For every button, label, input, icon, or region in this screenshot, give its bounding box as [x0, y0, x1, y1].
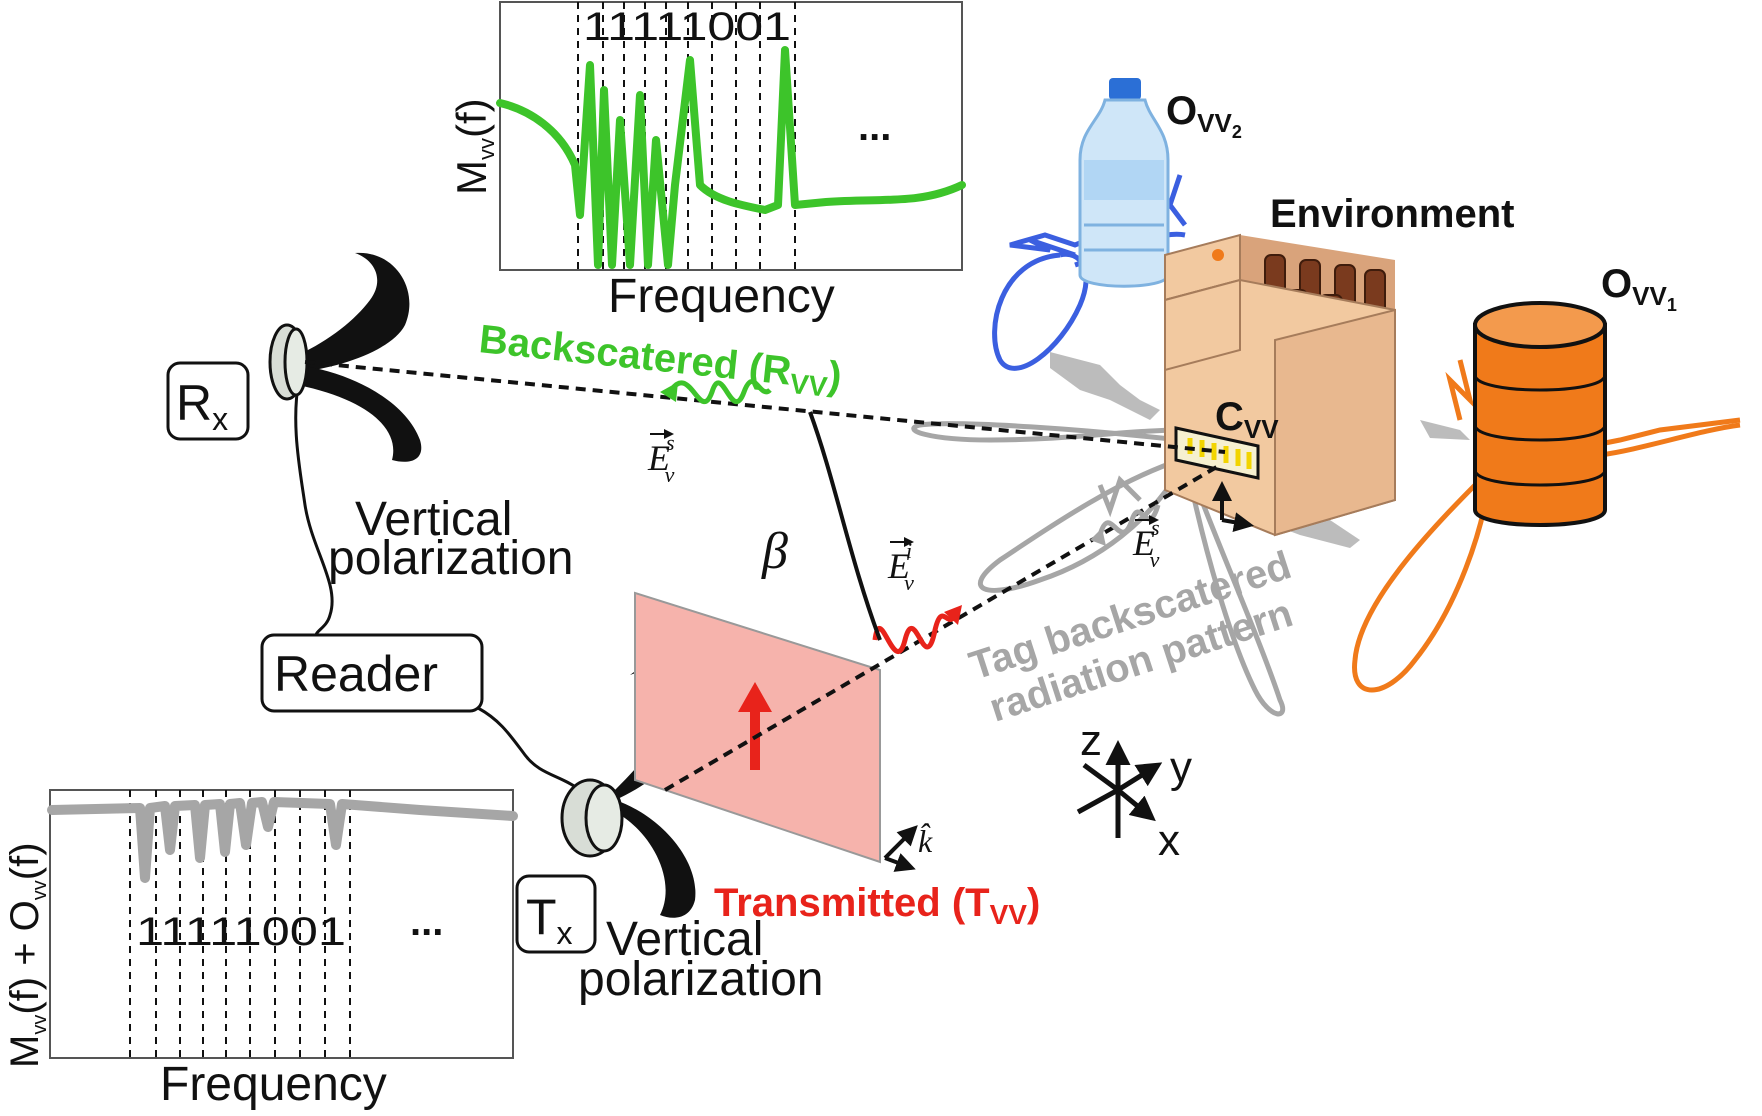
- top-plot-ylabel: Mvv(f): [448, 98, 499, 195]
- bottom-plot-xlabel: Frequency: [160, 1058, 387, 1111]
- top-plot-ellipsis: ...: [858, 105, 891, 149]
- axis-y-label: y: [1170, 743, 1192, 792]
- bottom-plot-bits: 11111001: [136, 910, 346, 954]
- svg-text:Mvv(f) + Ovv(f): Mvv(f) + Ovv(f): [3, 842, 51, 1068]
- svg-text:Esv: Esv: [647, 430, 675, 487]
- k-hat-label: k̂: [918, 823, 933, 859]
- barrel: [1473, 301, 1607, 527]
- beta-label: β: [761, 523, 788, 580]
- tx-horn-lower: [615, 800, 696, 918]
- reader-box: Reader: [260, 633, 484, 713]
- top-plot-curve: [496, 46, 966, 269]
- tag-local-axes: [1212, 481, 1254, 533]
- bottle-crate: [1164, 233, 1396, 537]
- tx-polarization-line2: polarization: [578, 953, 823, 1006]
- rfid-tag: [1174, 426, 1260, 480]
- bottom-plot: 11111001 ... Frequency Mvv(f) + Ovv(f): [3, 789, 518, 1111]
- top-plot-xlabel: Frequency: [608, 270, 835, 323]
- tx-polarization-line1: Vertical: [606, 913, 763, 966]
- svg-text:Mvv(f): Mvv(f): [448, 98, 499, 195]
- green-wave-arrow: [660, 382, 678, 402]
- coordinate-axes: [1076, 740, 1163, 838]
- top-plot-bits: 11111001: [583, 5, 791, 49]
- k-vector: [883, 825, 918, 872]
- bottom-plot-frame: [49, 789, 514, 1059]
- green-wave: [667, 379, 772, 404]
- bottom-plot-ellipsis: ...: [410, 900, 443, 944]
- gray-wave-arrow: [1090, 528, 1106, 546]
- backscattered-label: Backscatered (RVV): [477, 317, 844, 404]
- transmitted-label: Transmitted (TVV): [714, 881, 1040, 930]
- top-plot: 11111001 ... Frequency Mvv(f): [448, 1, 966, 323]
- svg-text:Rx: Rx: [176, 375, 228, 437]
- rx-antenna: [268, 252, 422, 462]
- tx-box: Tx: [515, 874, 597, 954]
- svg-text:Tx: Tx: [526, 889, 573, 951]
- bottom-plot-curve: [47, 797, 518, 883]
- axis-z-label: z: [1080, 716, 1102, 765]
- environment-label: Environment: [1270, 192, 1514, 236]
- rx-horn-lower: [298, 365, 422, 462]
- tx-cable: [477, 706, 581, 792]
- cvv-label: CVV: [1215, 395, 1279, 444]
- polarization-arrow: [738, 682, 772, 770]
- reader-label: Reader: [274, 646, 438, 702]
- red-wave: [872, 613, 958, 654]
- rx-cable: [294, 374, 334, 657]
- svg-text:Esv: Esv: [1132, 515, 1160, 572]
- beta-arc: [808, 411, 882, 641]
- transmit-path: [663, 463, 1222, 792]
- rx-polarization-line1: Vertical: [355, 493, 512, 546]
- ovv2-label: OVV2: [1166, 89, 1242, 142]
- rx-box: Rx: [166, 361, 250, 441]
- crate-marker-dot: [1212, 249, 1224, 261]
- axis-x-label: x: [1158, 816, 1180, 865]
- rx-polarization-line2: polarization: [328, 532, 573, 585]
- ovv1-label: OVV1: [1601, 262, 1677, 315]
- svg-text:Eiv: Eiv: [887, 538, 914, 595]
- red-wave-arrow: [944, 605, 962, 625]
- rx-horn-upper: [298, 252, 410, 372]
- tag-radiation-pattern: [911, 421, 1286, 717]
- top-plot-gridlines: [577, 2, 796, 270]
- bottom-plot-ylabel: Mvv(f) + Ovv(f): [3, 842, 51, 1068]
- backscatter-path: [304, 360, 1226, 454]
- water-bottle: [1078, 78, 1170, 288]
